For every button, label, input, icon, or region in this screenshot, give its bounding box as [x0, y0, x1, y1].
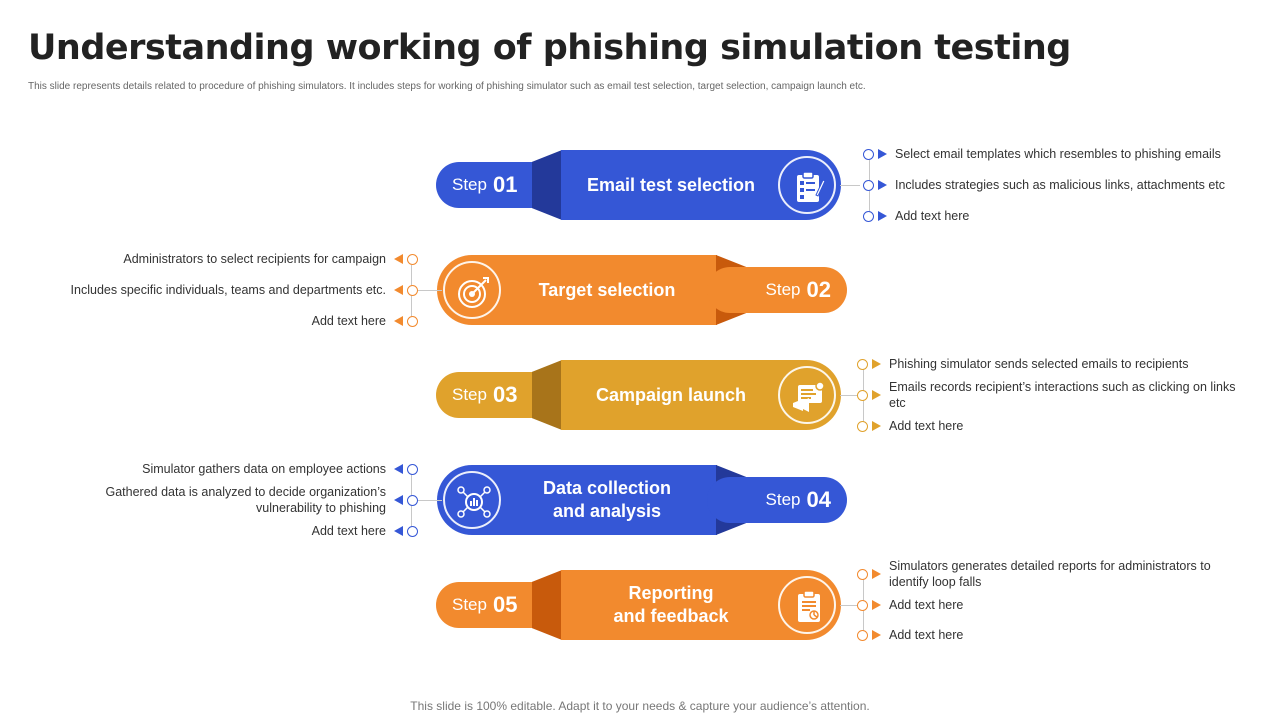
bullet-item: Add text here: [857, 418, 963, 434]
bullet-item: Administrators to select recipients for …: [123, 251, 418, 267]
step-01: Step 01 Email test selection: [436, 150, 846, 220]
step-04-pill: Step 04: [707, 477, 847, 523]
page-subtitle: This slide represents details related to…: [28, 81, 866, 92]
bullet-item: Add text here: [857, 597, 963, 613]
ribbon-fold: [532, 150, 562, 220]
bullet-item: Gathered data is analyzed to decide orga…: [88, 484, 418, 516]
bullet-item: Emails records recipient’s interactions …: [857, 379, 1242, 411]
page-title: Understanding working of phishing simula…: [28, 28, 1071, 68]
step-02: Target selection Step 02: [437, 255, 847, 325]
report-clipboard-icon: [778, 576, 836, 634]
step-number: 02: [806, 277, 831, 302]
step-02-pill: Step 02: [707, 267, 847, 313]
footer-note: This slide is 100% editable. Adapt it to…: [410, 699, 870, 713]
step-word: Step: [452, 385, 487, 404]
step-word: Step: [765, 280, 801, 299]
step-word: Step: [452, 595, 487, 614]
bullet-item: Includes strategies such as malicious li…: [863, 177, 1225, 193]
megaphone-icon: [778, 366, 836, 424]
data-network-icon: [443, 471, 501, 529]
step-label: Target selection: [538, 279, 676, 300]
step-number: 03: [492, 382, 518, 407]
target-icon: [443, 261, 501, 319]
step-number: 05: [492, 592, 518, 617]
bullet-item: Phishing simulator sends selected emails…: [857, 356, 1188, 372]
ribbon-fold: [532, 360, 562, 430]
bullet-item: Add text here: [863, 208, 969, 224]
bullet-item: Add text here: [312, 523, 418, 539]
step-number: 01: [492, 172, 518, 197]
bullet-item: Simulators generates detailed reports fo…: [857, 558, 1242, 590]
step-number: 04: [806, 487, 831, 512]
bullet-item: Select email templates which resembles t…: [863, 146, 1221, 162]
checklist-icon: [778, 156, 836, 214]
step-label: Campaign launch: [595, 384, 747, 405]
step-word: Step: [765, 490, 801, 509]
bullet-item: Add text here: [312, 313, 418, 329]
ribbon-fold: [532, 570, 562, 640]
step-label: Email test selection: [586, 174, 756, 195]
step-word: Step: [452, 175, 487, 194]
bullet-item: Simulator gathers data on employee actio…: [142, 461, 418, 477]
step-03: Step 03 Campaign launch: [436, 360, 846, 430]
bullet-item: Includes specific individuals, teams and…: [71, 282, 418, 298]
bullet-item: Add text here: [857, 627, 963, 643]
